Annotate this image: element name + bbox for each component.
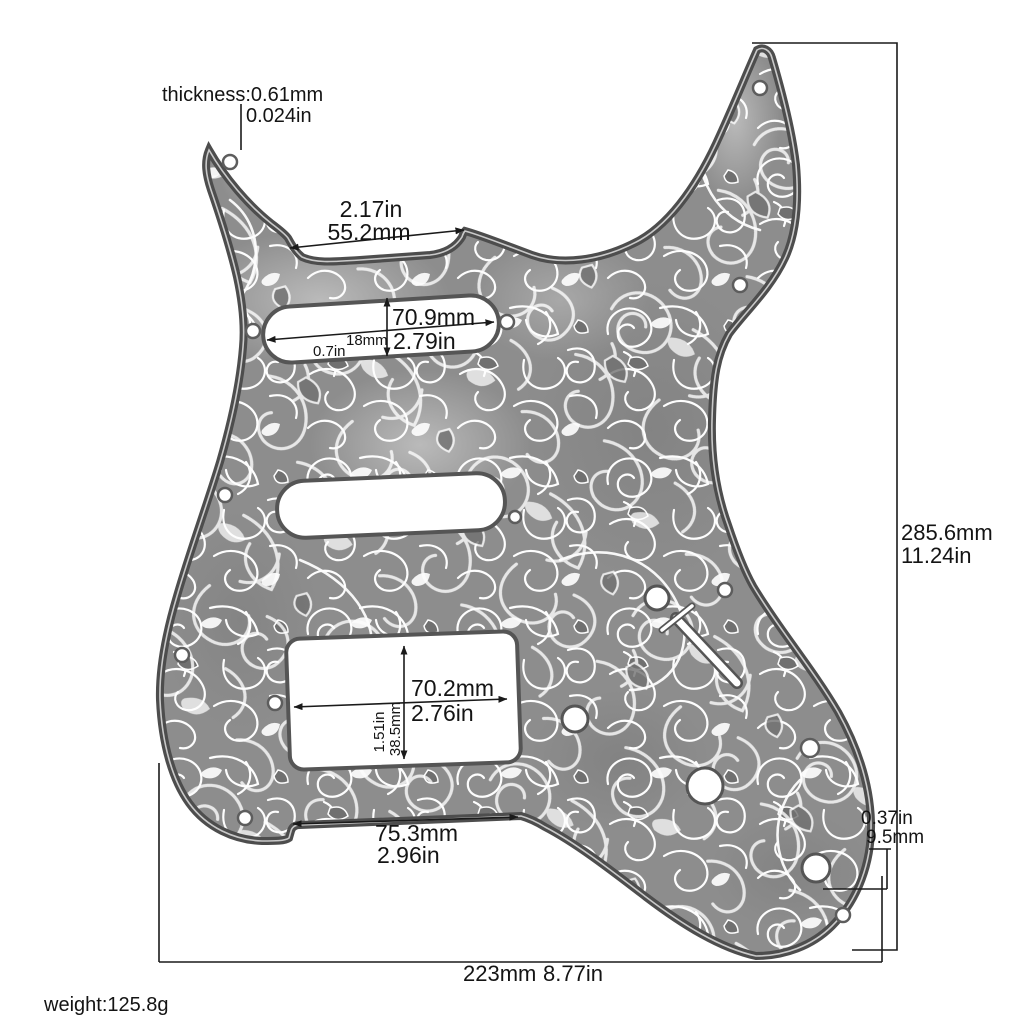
dimension-lines [158, 42, 898, 963]
humbucker-width-label-mm: 70.2mm [411, 675, 494, 701]
screw-hole [834, 906, 852, 924]
screw-hole [173, 646, 191, 664]
screw-hole [216, 486, 234, 504]
control-holes [560, 584, 832, 884]
thickness-label-mm: thickness:0.61mm [162, 84, 323, 106]
neck-pickup-height-label-mm: 18mm [346, 332, 388, 349]
overall-height-line [752, 42, 898, 951]
screw-hole [751, 79, 769, 97]
neck-pickup-width-label-in: 2.79in [393, 328, 456, 354]
screw-hole [244, 322, 262, 340]
pot-hole [643, 584, 671, 612]
neck-pickup-width-label-mm: 70.9mm [392, 304, 475, 330]
edge-offset-label-in: 0.37in [861, 808, 913, 829]
overall-width-label-in: 8.77in [543, 961, 603, 986]
overall-width-label-mm: 223mm [463, 961, 536, 986]
screw-holes [173, 79, 852, 924]
pot-hole [800, 852, 832, 884]
humbucker-width-label-in: 2.76in [411, 700, 474, 726]
switch-slot [658, 602, 743, 689]
thickness-label-in: 0.024in [246, 105, 312, 127]
screw-hole [236, 809, 254, 827]
overall-height-label-mm: 285.6mm [901, 520, 993, 545]
neck-pickup-width-arrow [266, 319, 495, 343]
neck-pocket-label-in: 2.17in [340, 196, 403, 222]
bridge-cutout-arrow [292, 813, 519, 828]
screw-hole [716, 581, 734, 599]
weight-label: weight:125.8g [43, 994, 169, 1016]
humbucker-height-label-in: 1.51in [371, 712, 388, 753]
bridge-cutout-label-mm: 75.3mm [375, 820, 458, 846]
middle-pickup-slot [275, 471, 507, 540]
screw-hole [507, 509, 523, 525]
overall-height-label-in: 11.24in [901, 543, 972, 568]
neck-pickup-height-label-in: 0.7in [313, 343, 346, 360]
humbucker-height-label-mm: 38.5mm [387, 702, 404, 756]
pot-hole [560, 704, 590, 734]
screw-hole [266, 694, 284, 712]
pot-hole [685, 766, 725, 806]
neck-pocket-arrow [289, 227, 465, 251]
pickguard-shape [160, 40, 871, 956]
edge-offset-label-mm: 9.5mm [866, 827, 924, 848]
screw-hole [731, 276, 749, 294]
screw-hole [799, 737, 821, 759]
dimension-labels: thickness:0.61mm 0.024in 2.17in 55.2mm 7… [43, 84, 993, 1016]
bridge-cutout-label-in: 2.96in [377, 842, 440, 868]
neck-pocket-label-mm: 55.2mm [327, 219, 410, 245]
screw-hole [221, 153, 239, 171]
screw-hole [498, 313, 516, 331]
